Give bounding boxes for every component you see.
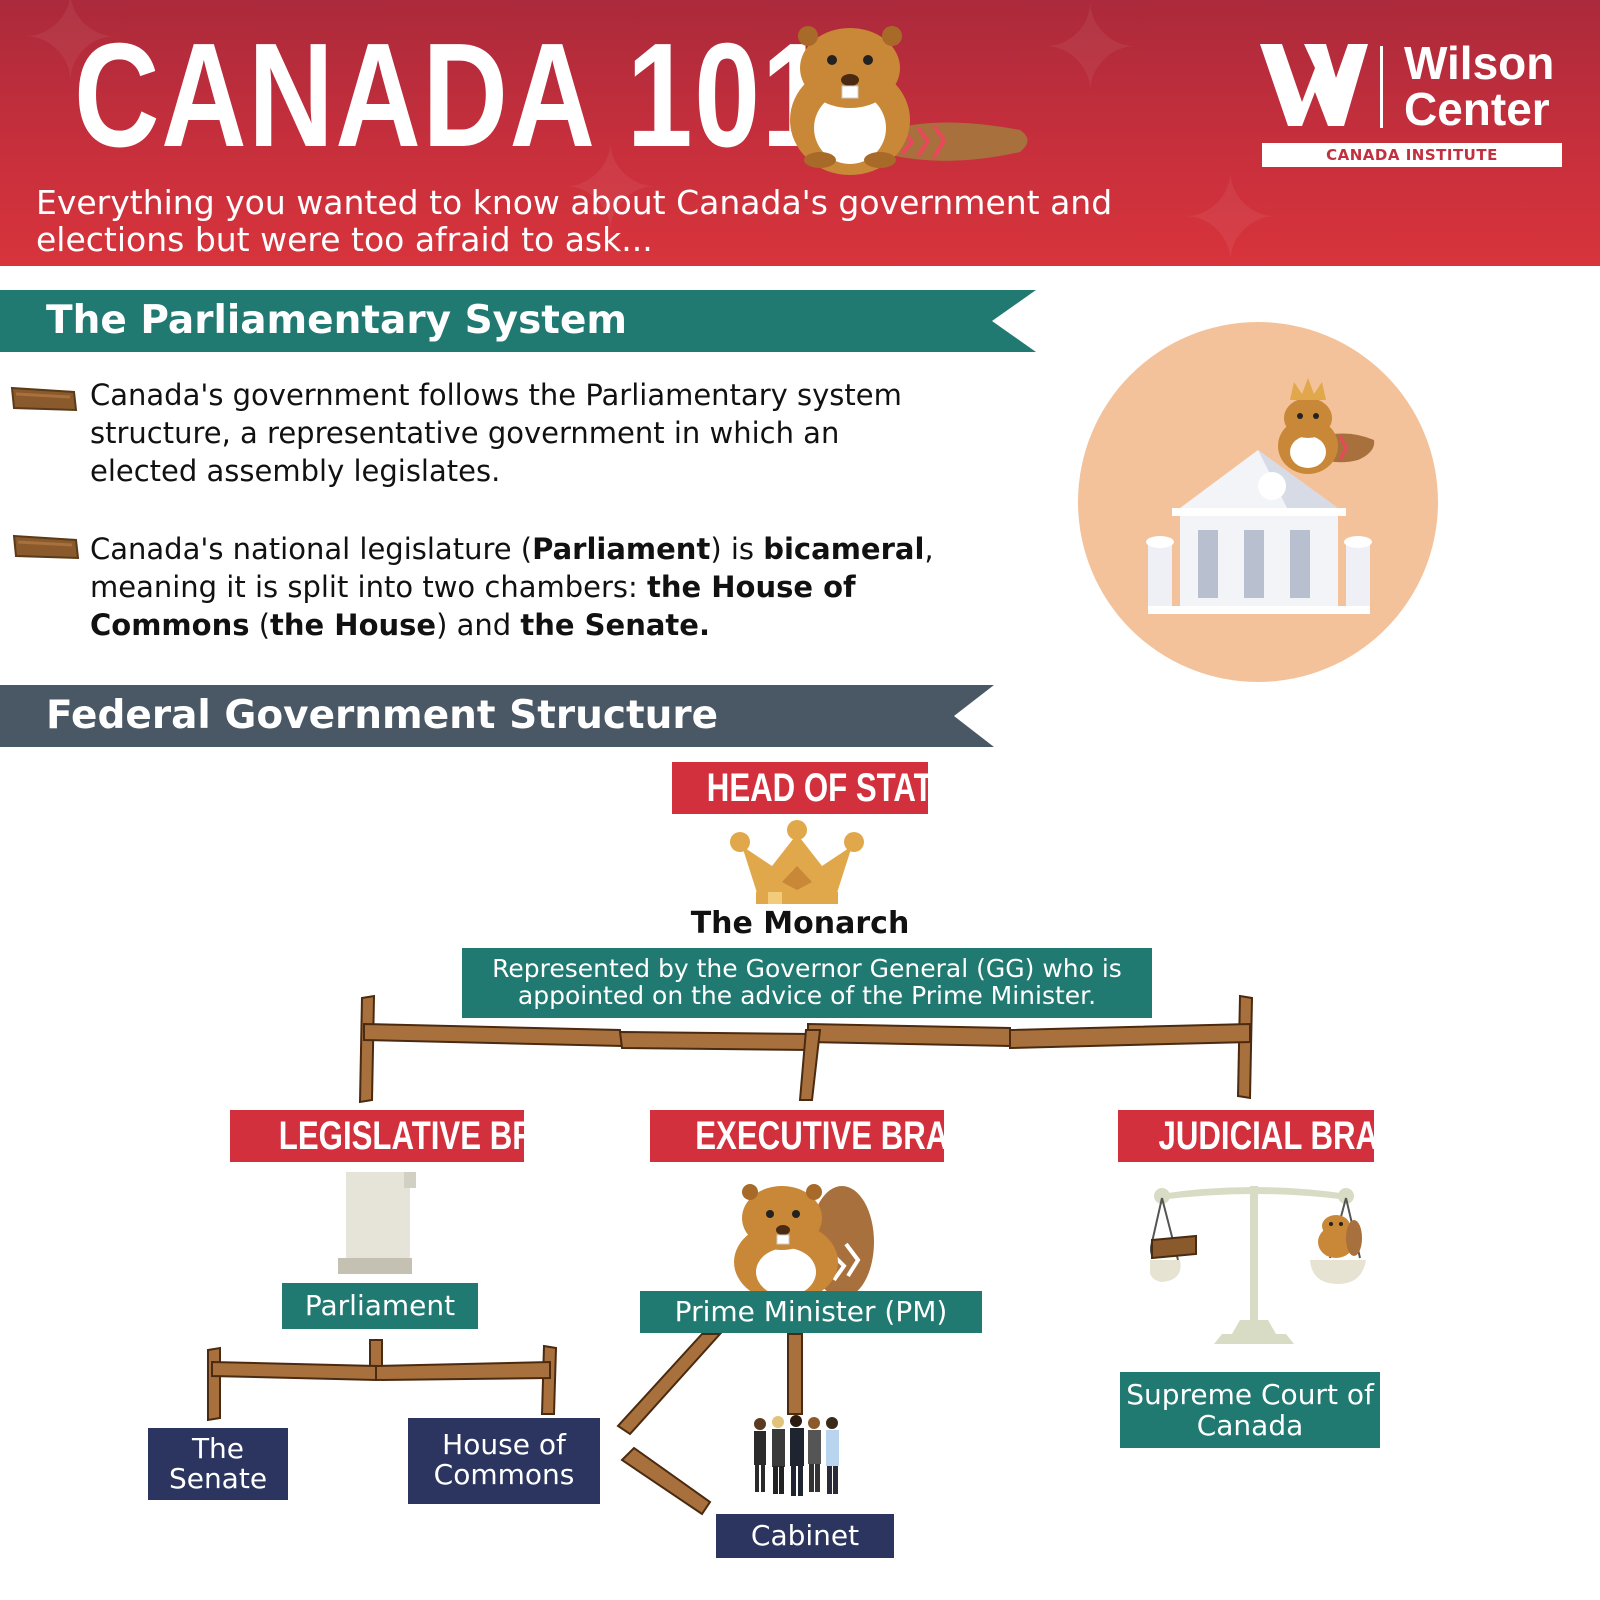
bold-the-senate: the Senate. [520,608,710,642]
branch-connector [358,994,1254,1104]
legislative-branch-label: LEGISLATIVE BRANCH [230,1110,625,1162]
bold-bicameral: bicameral [763,532,925,566]
judicial-branch-label: JUDICIAL BRANCH [1118,1110,1446,1162]
scroll-icon [338,1172,416,1274]
supreme-court-box: Supreme Court of Canada [1120,1372,1380,1448]
text-fragment: , meaning it is split into two chambers: [90,532,934,604]
executive-branch-text: EXECUTIVE BRANCH [695,1114,1016,1158]
senate-box: The Senate [148,1428,288,1500]
scales-icon [1150,1186,1366,1344]
logo-name-line2: Center [1404,83,1550,135]
bold-house-of-commons: the House of Commons [90,570,856,642]
prime-minister-box: Prime Minister (PM) [640,1291,982,1333]
crown-icon [730,820,864,904]
parliament-building-icon [1078,322,1438,682]
executive-connector [616,1333,803,1516]
maple-leaf-icon: ✦ [1040,0,1141,119]
page-subtitle: Everything you wanted to know about Cana… [36,183,1113,259]
text-fragment: ( [249,608,271,642]
head-of-state-text: HEAD OF STATE [706,766,954,810]
logo-wordmark: Wilson Center [1404,40,1584,132]
log-bullet-icon [10,386,78,412]
beaver-icon [734,1184,874,1294]
people-group-icon [754,1415,839,1496]
wilson-center-logo [1260,44,1368,126]
monarch-name: The Monarch [690,906,910,941]
maple-leaf-icon: ✦ [560,120,661,259]
bold-parliament: Parliament [532,532,711,566]
header-banner: ✦ ✦ ✦ ✦ [0,0,1600,266]
text-fragment: ) and [436,608,521,642]
house-of-commons-box: House of Commons [408,1418,600,1504]
parliament-box: Parliament [282,1283,478,1329]
section-heading: Federal Government Structure [46,693,719,738]
section-heading: The Parliamentary System [46,298,628,343]
governor-general-note: Represented by the Governor General (GG)… [462,948,1152,1018]
judicial-branch-text: JUDICIAL BRANCH [1158,1114,1446,1158]
section-banner-federal [0,685,994,747]
section-banner-parliamentary [0,290,1036,352]
page-title: CANADA 101 [74,13,830,178]
legislative-connector [207,1339,558,1422]
logo-divider [1380,46,1383,128]
cabinet-box: Cabinet [716,1514,894,1558]
head-of-state-label: HEAD OF STATE [672,762,954,814]
text-fragment: Canada's national legislature ( [90,532,533,566]
logo-subtitle: CANADA INSTITUTE [1326,146,1498,164]
legislative-branch-text: LEGISLATIVE BRANCH [278,1114,625,1158]
logo-name-line1: Wilson [1404,37,1555,89]
beaver-icon [790,26,1028,175]
bullet-bicameral: Canada's national legislature (Parliamen… [90,530,970,644]
log-bullet-icon [12,534,80,560]
bullet-parliamentary-system: Canada's government follows the Parliame… [90,378,902,488]
text-fragment: ) is [710,532,764,566]
maple-leaf-icon: ✦ [20,0,121,109]
executive-branch-label: EXECUTIVE BRANCH [650,1110,1016,1162]
maple-leaf-icon: ✦ [1180,150,1281,266]
bold-the-house: the House [270,608,437,642]
logo-subtitle-bar [1262,143,1562,167]
